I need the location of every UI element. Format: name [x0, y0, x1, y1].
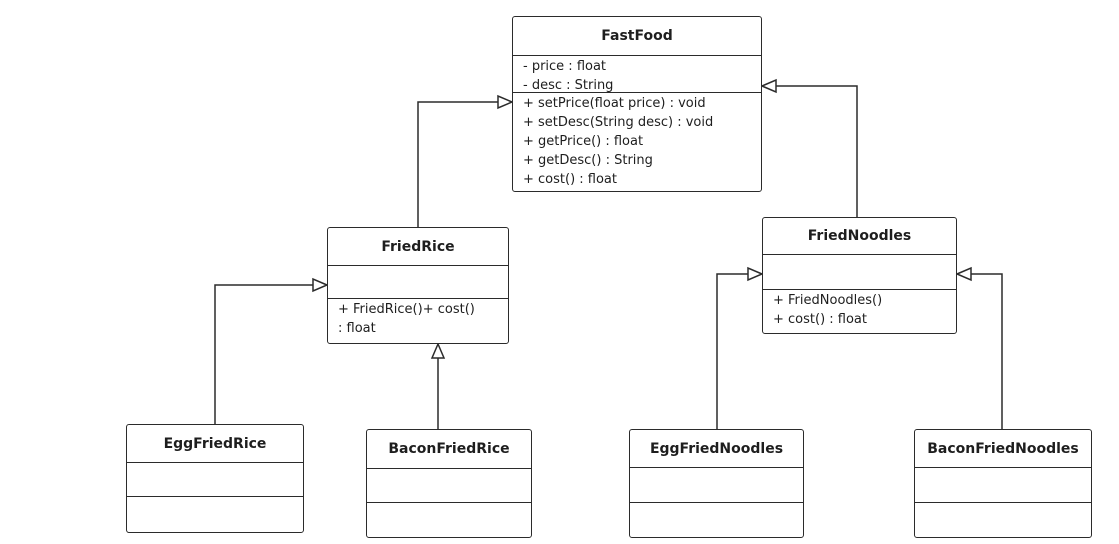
class-name-baconfriednoodles: BaconFriedNoodles — [915, 430, 1091, 468]
class-baconfriedrice[interactable]: BaconFriedRice — [366, 429, 532, 538]
class-name-baconfriedrice: BaconFriedRice — [367, 430, 531, 469]
operations-fastfood: + setPrice(float price) : void + setDesc(… — [513, 93, 761, 191]
attributes-baconfriedrice — [367, 469, 531, 503]
class-name-friednoodles: FriedNoodles — [763, 218, 956, 255]
attributes-eggfriednoodles — [630, 468, 803, 503]
operation-line: + cost() : float — [773, 312, 867, 327]
attribute-line: - price : float — [523, 59, 607, 74]
arrowhead-eggfriednoodles-to-friednoodles — [747, 266, 764, 282]
operation-line: + cost() : float — [523, 172, 617, 187]
attribute-line: - desc : String — [523, 78, 614, 93]
arrowhead-eggfriedrice-to-friedrice — [312, 277, 329, 293]
operations-baconfriedrice — [367, 503, 531, 537]
arrowhead-baconfriedrice-to-friedrice — [430, 342, 446, 359]
arrowhead-friedrice-to-fastfood — [497, 94, 514, 110]
operation-line: + getPrice() : float — [523, 134, 644, 149]
edge-friedrice-to-fastfood — [417, 101, 500, 228]
arrowhead-baconfriednoodles-to-friednoodles — [955, 266, 972, 282]
operation-line: + setPrice(float price) : void — [523, 96, 706, 111]
attributes-friednoodles — [763, 255, 956, 290]
operations-baconfriednoodles — [915, 503, 1091, 537]
class-friedrice[interactable]: FriedRice + FriedRice()+ cost() : float — [327, 227, 509, 344]
connector-layer — [214, 78, 1003, 430]
arrowhead-friednoodles-to-fastfood — [760, 78, 777, 94]
class-eggfriednoodles[interactable]: EggFriedNoodles — [629, 429, 804, 538]
operation-line: + FriedRice()+ cost() — [338, 302, 475, 317]
class-baconfriednoodles[interactable]: BaconFriedNoodles — [914, 429, 1092, 538]
attributes-fastfood: - price : float - desc : String — [513, 56, 761, 93]
operations-friedrice: + FriedRice()+ cost() : float — [328, 299, 508, 343]
operation-line: + getDesc() : String — [523, 153, 653, 168]
class-friednoodles[interactable]: FriedNoodles + FriedNoodles() + cost() : … — [762, 217, 957, 334]
edge-eggfriedrice-to-friedrice — [214, 284, 314, 425]
attributes-eggfriedrice — [127, 463, 303, 497]
class-name-eggfriednoodles: EggFriedNoodles — [630, 430, 803, 468]
operations-eggfriedrice — [127, 497, 303, 532]
class-eggfriedrice[interactable]: EggFriedRice — [126, 424, 304, 533]
operation-line: + FriedNoodles() — [773, 293, 883, 308]
operations-eggfriednoodles — [630, 503, 803, 537]
attributes-baconfriednoodles — [915, 468, 1091, 503]
class-fastfood[interactable]: FastFood - price : float- desc : String … — [512, 16, 762, 192]
class-name-eggfriedrice: EggFriedRice — [127, 425, 303, 463]
operations-friednoodles: + FriedNoodles() + cost() : float — [763, 290, 956, 333]
edge-friednoodles-to-fastfood — [776, 85, 858, 218]
class-name-fastfood: FastFood — [513, 17, 761, 56]
operation-line: : float — [338, 321, 376, 336]
edge-baconfriednoodles-to-friednoodles — [970, 273, 1003, 430]
attributes-friedrice — [328, 266, 508, 299]
operation-line: + setDesc(String desc) : void — [523, 115, 714, 130]
class-name-friedrice: FriedRice — [328, 228, 508, 266]
edge-eggfriednoodles-to-friednoodles — [716, 273, 749, 430]
